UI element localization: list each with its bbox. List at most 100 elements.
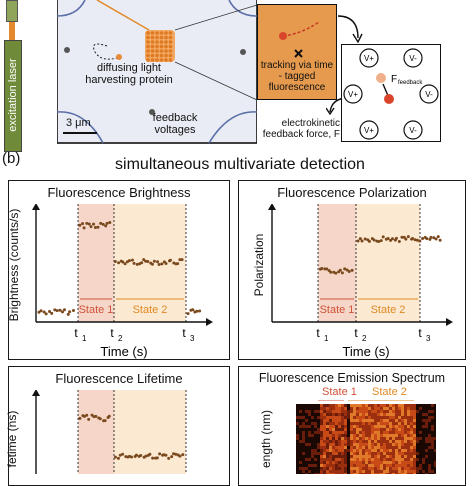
tick-t1: t — [74, 326, 78, 340]
heatmap-cell — [431, 443, 434, 446]
state2-label: State 2 — [371, 304, 406, 316]
protein-dot — [155, 44, 159, 49]
heatmap-cell — [413, 419, 416, 422]
heatmap-cell — [410, 413, 413, 416]
heatmap-cell — [413, 443, 416, 446]
heatmap-cell — [317, 446, 320, 449]
scatter-point — [82, 414, 86, 418]
heatmap-cell — [401, 437, 404, 440]
heatmap-cell — [377, 434, 380, 437]
scatter-point — [338, 268, 342, 272]
heatmap-cell — [407, 458, 410, 461]
heatmap-cell — [302, 416, 305, 419]
heatmap-cell — [356, 446, 359, 449]
heatmap-cell — [344, 452, 347, 455]
heatmap-cell — [368, 404, 371, 407]
heatmap-cell — [380, 437, 383, 440]
heatmap-cell — [392, 434, 395, 437]
heatmap-cell — [320, 428, 323, 431]
heatmap-cell — [323, 434, 326, 437]
heatmap-cell — [407, 419, 410, 422]
heatmap-cell — [329, 452, 332, 455]
heatmap-cell — [425, 449, 428, 452]
heatmap-cell — [374, 452, 377, 455]
heatmap-cell — [428, 416, 431, 419]
scatter-point — [48, 310, 52, 314]
tick-t3: t — [418, 326, 422, 340]
protein-dot — [150, 53, 155, 58]
heatmap-cell — [404, 437, 407, 440]
heatmap-cell — [329, 434, 332, 437]
heatmap-cell — [398, 467, 401, 470]
voltage-label: V- — [409, 126, 417, 135]
heatmap-cell — [413, 470, 416, 473]
heatmap-cell — [413, 431, 416, 434]
heatmap-cell — [374, 422, 377, 425]
scatter-point — [180, 258, 184, 262]
heatmap-cell — [371, 404, 374, 407]
heatmap-cell — [416, 440, 419, 443]
heatmap-cell — [314, 449, 317, 452]
scatter-point — [134, 453, 138, 457]
heatmap-cell — [374, 440, 377, 443]
tick-t3: t — [182, 326, 186, 340]
heatmap-cell — [314, 410, 317, 413]
scatter-point — [377, 239, 381, 243]
heatmap-cell — [323, 407, 326, 410]
scatter-point — [340, 271, 344, 275]
heatmap-cell — [296, 434, 299, 437]
heatmap-cell — [368, 425, 371, 428]
heatmap-cell — [320, 437, 323, 440]
heatmap-cell — [353, 437, 356, 440]
scatter-point — [146, 259, 150, 263]
heatmap-cell — [386, 407, 389, 410]
heatmap-cell — [323, 416, 326, 419]
heatmap-cell — [353, 464, 356, 467]
heatmap-cell — [407, 407, 410, 410]
heatmap-cell — [377, 449, 380, 452]
heatmap-cell — [335, 434, 338, 437]
heatmap-cell — [341, 470, 344, 473]
scatter-point — [107, 414, 111, 418]
heatmap-cell — [383, 428, 386, 431]
heatmap-cell — [380, 467, 383, 470]
tick-t2: t — [354, 326, 358, 340]
heatmap-cell — [314, 422, 317, 425]
heatmap-cell — [299, 416, 302, 419]
heatmap-cell — [395, 407, 398, 410]
heatmap-cell — [392, 425, 395, 428]
heatmap-cell — [404, 407, 407, 410]
heatmap-cell — [350, 410, 353, 413]
scatter-point — [325, 267, 329, 271]
heatmap-cell — [326, 470, 329, 473]
heatmap-cell — [305, 443, 308, 446]
heatmap-cell — [335, 410, 338, 413]
polarization-plot: State 1 State 2 t 1 t 2 t 3 Time (s) — [268, 204, 453, 359]
heatmap-cell — [374, 449, 377, 452]
heatmap-cell — [374, 458, 377, 461]
heatmap-cell — [401, 470, 404, 473]
heatmap-cell — [350, 455, 353, 458]
heatmap-cell — [329, 407, 332, 410]
heatmap-cell — [407, 410, 410, 413]
heatmap-cell — [395, 452, 398, 455]
heatmap-cell — [434, 461, 436, 464]
heatmap-cell — [374, 470, 377, 473]
heatmap-cell — [341, 437, 344, 440]
heatmap-cell — [392, 407, 395, 410]
scatter-point — [39, 309, 43, 313]
scatter-point — [356, 239, 360, 243]
heatmap-cell — [371, 419, 374, 422]
heatmap-cell — [401, 455, 404, 458]
scatter-point — [394, 236, 398, 240]
heatmap-cell — [353, 467, 356, 470]
heatmap-cell — [413, 404, 416, 407]
heatmap-cell — [383, 413, 386, 416]
heatmap-cell — [380, 428, 383, 431]
heatmap-cell — [383, 437, 386, 440]
heatmap-cell — [386, 404, 389, 407]
heatmap-cell — [341, 440, 344, 443]
heatmap-cell — [374, 428, 377, 431]
heatmap-cell — [383, 446, 386, 449]
heatmap-cell — [344, 437, 347, 440]
